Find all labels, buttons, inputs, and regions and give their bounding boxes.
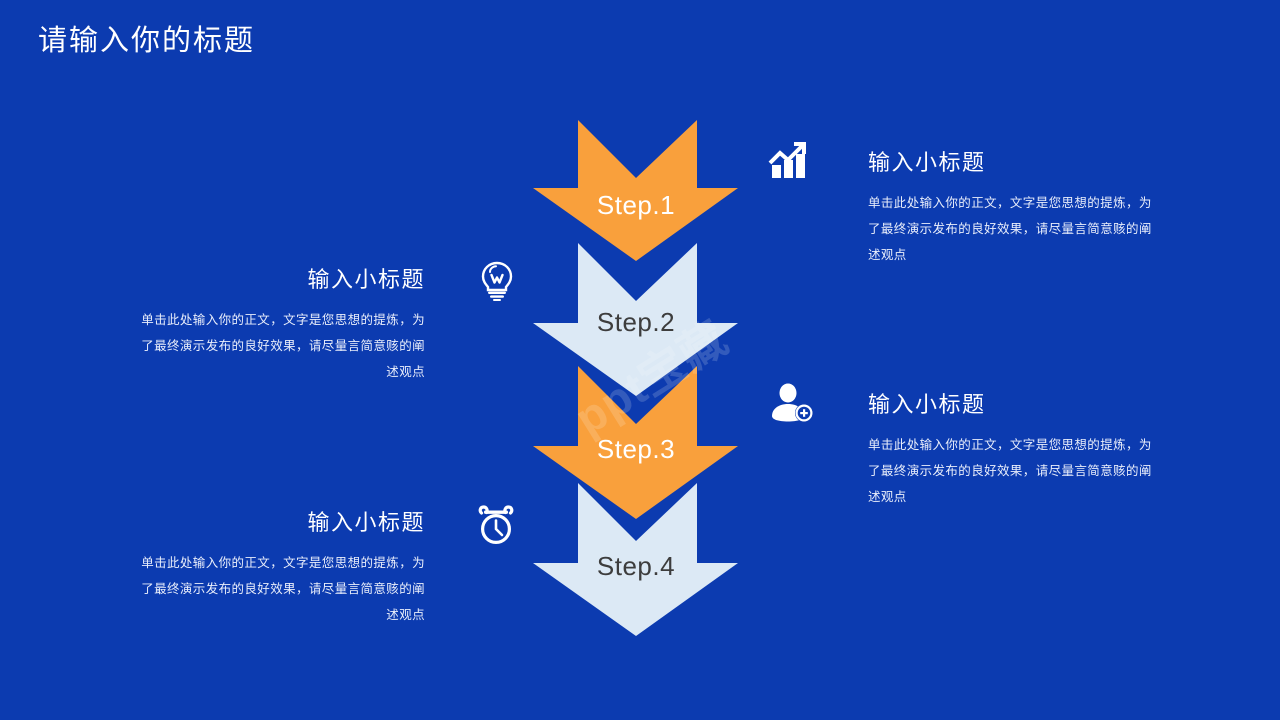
person-add-icon [770,382,814,424]
text-block-3-heading: 输入小标题 [868,392,986,417]
chart-trending-up-icon [768,138,814,184]
text-block-2-heading: 输入小标题 [307,267,425,292]
text-block-3: 输入小标题 单击此处输入你的正文，文字是您思想的提炼，为了最终演示发布的良好效果… [868,390,1160,510]
step-label-4: Step.4 [596,551,676,581]
text-block-2-body: 单击此处输入你的正文，文字是您思想的提炼，为了最终演示发布的良好效果，请尽量言简… [141,313,425,379]
text-block-4: 输入小标题 单击此处输入你的正文，文字是您思想的提炼，为了最终演示发布的良好效果… [133,508,425,628]
alarm-clock-icon [475,504,517,546]
page-title: 请输入你的标题 [38,25,256,57]
text-block-4-heading: 输入小标题 [307,510,425,535]
text-block-1-body: 单击此处输入你的正文，文字是您思想的提炼，为了最终演示发布的良好效果，请尽量言简… [868,196,1152,262]
text-block-1-heading: 输入小标题 [868,150,986,175]
text-block-3-body: 单击此处输入你的正文，文字是您思想的提炼，为了最终演示发布的良好效果，请尽量言简… [868,438,1152,504]
text-block-4-body: 单击此处输入你的正文，文字是您思想的提炼，为了最终演示发布的良好效果，请尽量言简… [141,556,425,622]
step-label-2: Step.2 [596,307,676,337]
text-block-1: 输入小标题 单击此处输入你的正文，文字是您思想的提炼，为了最终演示发布的良好效果… [868,148,1160,268]
step-label-1: Step.1 [596,190,676,220]
lightbulb-icon [479,261,515,301]
step-label-3: Step.3 [596,434,676,464]
text-block-2: 输入小标题 单击此处输入你的正文，文字是您思想的提炼，为了最终演示发布的良好效果… [133,265,425,385]
